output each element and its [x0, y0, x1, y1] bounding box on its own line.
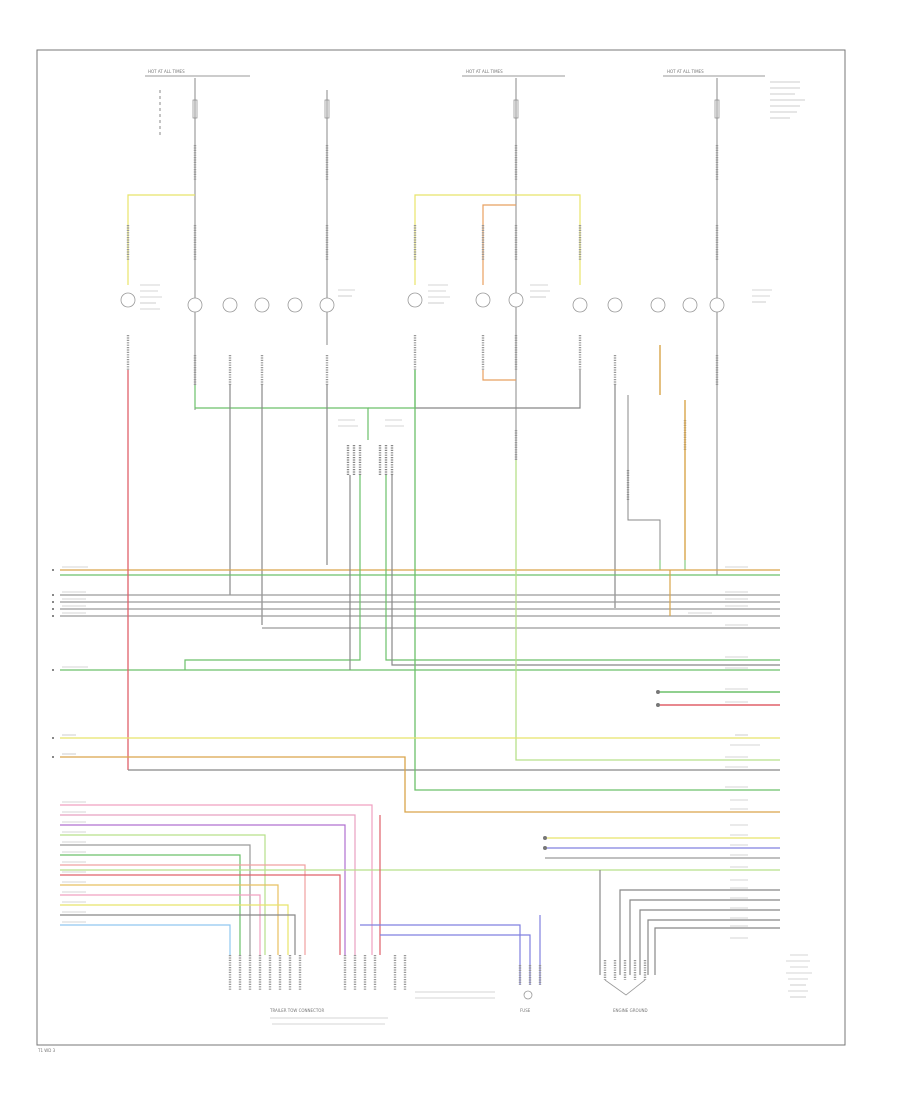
- ground-returns: [194, 370, 616, 625]
- power-source-3-label: HOT AT ALL TIMES: [667, 69, 704, 74]
- bottom-center-blue: [360, 915, 542, 1000]
- lamp-center-a: [475, 292, 491, 308]
- fuse-marks: [192, 99, 720, 119]
- lamp-left-marker: [287, 297, 303, 313]
- right-column-labels: [786, 954, 812, 998]
- page-border: [36, 49, 846, 1046]
- engine-ground-label: ENGINE GROUND: [613, 1008, 648, 1013]
- trailer-tow-label: TRAILER TOW CONNECTOR: [269, 1008, 324, 1013]
- trailer-tow-label-lines: [270, 991, 495, 1025]
- connector-hatches: [126, 145, 719, 500]
- trailer-tow-connector: [228, 955, 407, 990]
- lower-left-fan: [60, 804, 780, 955]
- lamp-right-turn: [607, 297, 623, 313]
- lamp-right-license: [709, 297, 725, 313]
- lamp-center-b: [508, 292, 524, 308]
- power-source-1: HOT AT ALL TIMES: [145, 69, 250, 77]
- lamp-symbols: [120, 292, 725, 313]
- lamp-right-tail: [572, 297, 588, 313]
- right-bus-labels: [688, 566, 760, 939]
- power-source-2: HOT AT ALL TIMES: [462, 69, 565, 77]
- power-source-2-label: HOT AT ALL TIMES: [466, 69, 503, 74]
- lamp-left-license: [319, 297, 335, 313]
- fuse-label: FUSE: [520, 1008, 531, 1013]
- mid-right-inputs: [656, 690, 780, 707]
- lamp-left-backup: [254, 297, 270, 313]
- power-source-1-label: HOT AT ALL TIMES: [148, 69, 185, 74]
- center-splice-block: [346, 445, 394, 475]
- right-lower-wires: [543, 836, 780, 975]
- center-splice-labels: [338, 419, 404, 427]
- page-code: T1 WD 3: [37, 1048, 56, 1053]
- long-feeds: [60, 370, 780, 813]
- lamp-left-tail: [187, 297, 203, 313]
- right-module: [627, 345, 686, 571]
- left-pin-marks: [52, 569, 54, 758]
- engine-ground: ENGINE GROUND: [603, 960, 648, 1013]
- lamp-right-backup: [650, 297, 666, 313]
- lamp-left-stop: [120, 292, 136, 308]
- power-source-3: HOT AT ALL TIMES: [663, 69, 765, 77]
- lamp-right-marker: [682, 297, 698, 313]
- lamp-center-stop: [407, 292, 423, 308]
- power-feeds: [159, 78, 718, 575]
- lamp-labels: [140, 284, 772, 310]
- top-right-note: [770, 81, 805, 119]
- left-bus-labels: [62, 566, 88, 923]
- main-harness: [60, 475, 780, 671]
- lamp-left-turn: [222, 297, 238, 313]
